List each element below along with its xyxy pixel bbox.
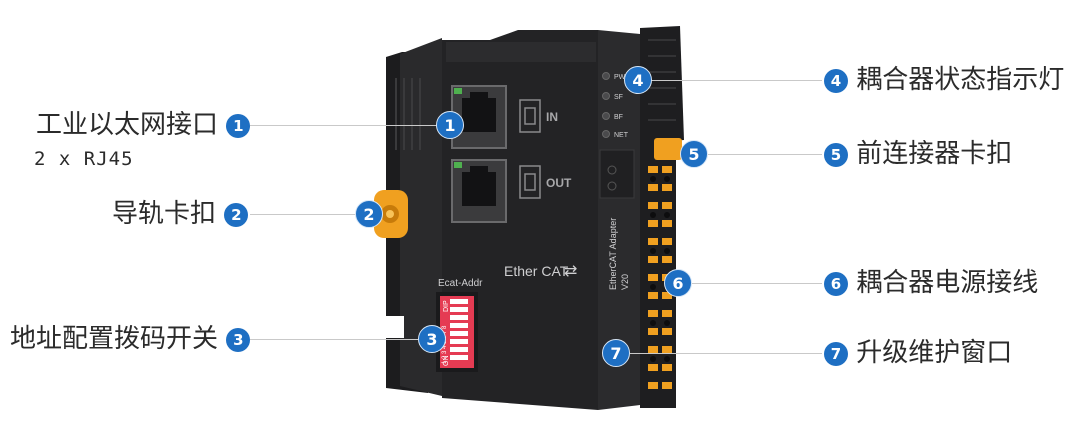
callout-3-text: 地址配置拨码开关 xyxy=(10,324,219,354)
port-in-label: IN xyxy=(546,110,558,124)
brand-text: Ether CAT xyxy=(504,263,569,279)
marker-3: 3 xyxy=(418,325,446,353)
dip-on-label: ON xyxy=(443,356,450,367)
dip-numbers: 1 2 3 4 5 6 7 8 xyxy=(442,325,448,364)
callout-4: 4 耦合器状态指示灯 xyxy=(824,65,1064,95)
marker-7: 7 xyxy=(602,339,630,367)
callout-3: 地址配置拨码开关 3 xyxy=(10,324,251,354)
callout-5-badge: 5 xyxy=(824,142,848,167)
callout-5: 5 前连接器卡扣 xyxy=(824,139,1012,169)
din-rail-latch xyxy=(374,190,408,238)
marker-1: 1 xyxy=(436,111,464,139)
leader-line-2 xyxy=(250,214,356,215)
device-left-face xyxy=(400,38,442,396)
dip-label: DIP xyxy=(443,300,450,312)
side-model-text: EtherCAT Adapter xyxy=(608,218,618,290)
marker-5: 5 xyxy=(680,140,708,168)
callout-1: 工业以太网接口 1 xyxy=(36,110,251,140)
port-out-icon xyxy=(519,165,541,199)
callout-1-text: 工业以太网接口 xyxy=(36,110,219,140)
callout-1-badge: 1 xyxy=(226,113,251,138)
panel-top-ridge xyxy=(446,42,596,62)
port-out-label: OUT xyxy=(546,176,572,190)
marker-4: 4 xyxy=(624,66,652,94)
terminal-strip-top-ribs xyxy=(648,39,676,121)
led-bf-label: BF xyxy=(614,114,623,121)
callout-5-text: 前连接器卡扣 xyxy=(856,139,1013,169)
leader-line-7 xyxy=(630,353,822,354)
callout-7-badge: 7 xyxy=(824,341,848,366)
leader-line-6 xyxy=(692,283,822,284)
callout-2-badge: 2 xyxy=(224,202,249,227)
callout-4-text: 耦合器状态指示灯 xyxy=(856,65,1065,95)
vent-slots xyxy=(395,78,421,150)
rj45-port-in xyxy=(451,85,507,149)
right-module-face xyxy=(598,30,640,410)
led-sf-label: SF xyxy=(614,94,623,101)
callout-6: 6 耦合器电源接线 xyxy=(824,268,1038,298)
leader-line-3 xyxy=(250,339,418,340)
callout-7-text: 升级维护窗口 xyxy=(856,338,1013,368)
led-net-label: NET xyxy=(614,132,629,139)
callout-6-text: 耦合器电源接线 xyxy=(856,268,1039,298)
callout-2: 导轨卡扣 2 xyxy=(112,199,249,229)
leader-line-5 xyxy=(708,154,822,155)
callout-7: 7 升级维护窗口 xyxy=(824,338,1012,368)
callout-6-badge: 6 xyxy=(824,271,848,296)
rj45-port-out xyxy=(451,159,507,223)
marker-2: 2 xyxy=(355,200,383,228)
front-connector-latch xyxy=(654,138,682,160)
leader-line-4 xyxy=(650,80,822,81)
brand-arrows-icon: ⇄ xyxy=(564,263,577,280)
leader-line-1 xyxy=(250,125,440,126)
callout-2-text: 导轨卡扣 xyxy=(112,199,217,229)
port-in-icon xyxy=(519,99,541,133)
side-version-text: V20 xyxy=(620,274,630,290)
led-pwr-label: PWR xyxy=(614,74,630,81)
callout-3-badge: 3 xyxy=(226,327,251,352)
bottom-notch xyxy=(378,316,404,338)
terminal-clips xyxy=(648,166,672,389)
window-dot-top xyxy=(607,165,617,175)
status-leds xyxy=(602,72,610,138)
dip-switch xyxy=(436,292,478,372)
callout-4-badge: 4 xyxy=(824,68,848,93)
marker-6: 6 xyxy=(664,269,692,297)
upgrade-window xyxy=(599,149,635,199)
window-dot-bottom xyxy=(607,181,617,191)
callout-1-sub: 2 x RJ45 xyxy=(34,148,134,170)
dip-title: Ecat-Addr xyxy=(438,278,483,289)
